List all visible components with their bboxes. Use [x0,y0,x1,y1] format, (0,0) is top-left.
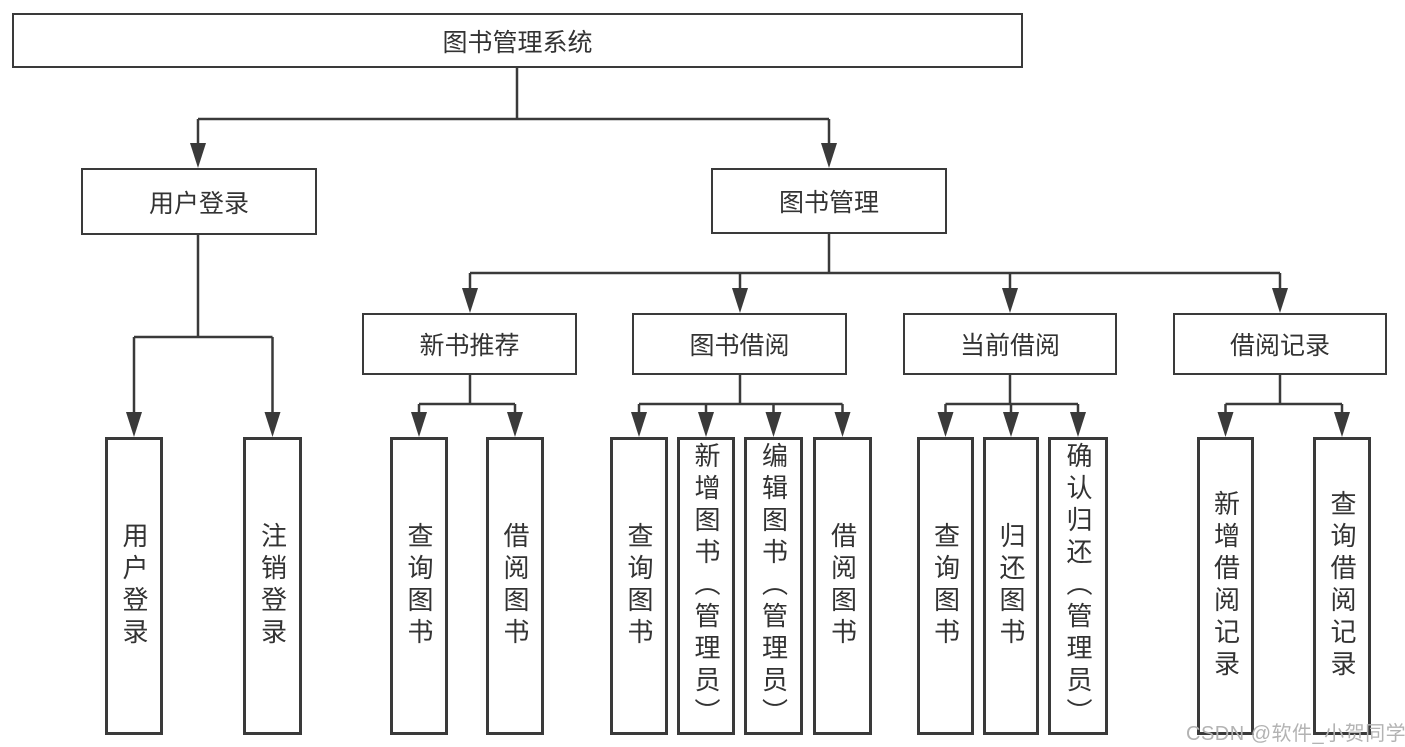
node-book-management-system: 图书管理系统 [12,13,1023,68]
leaf-edit-book-admin: 编辑图书（管理员） [744,437,803,735]
node-current-borrow: 当前借阅 [903,313,1117,375]
leaf-confirm-return-admin: 确认归还（管理员） [1048,437,1108,735]
leaf-logout: 注销登录 [243,437,302,735]
watermark: CSDN @软件_小贺同学 [1186,723,1405,745]
node-new-book-recommend: 新书推荐 [362,313,577,375]
node-book-management: 图书管理 [711,168,947,234]
leaf-borrow-books: 借阅图书 [813,437,872,735]
node-borrow-records: 借阅记录 [1173,313,1387,375]
node-book-borrow: 图书借阅 [632,313,847,375]
leaf-user-login: 用户登录 [105,437,163,735]
leaf-query-books-recommend: 查询图书 [390,437,448,735]
leaf-borrow-books-recommend: 借阅图书 [486,437,544,735]
leaf-query-books-current: 查询图书 [917,437,974,735]
leaf-query-books-borrow: 查询图书 [610,437,668,735]
leaf-add-borrow-record: 新增借阅记录 [1197,437,1254,735]
leaf-query-borrow-record: 查询借阅记录 [1313,437,1371,735]
leaf-add-book-admin: 新增图书（管理员） [677,437,735,735]
node-user-login: 用户登录 [81,168,317,235]
leaf-return-book: 归还图书 [983,437,1039,735]
